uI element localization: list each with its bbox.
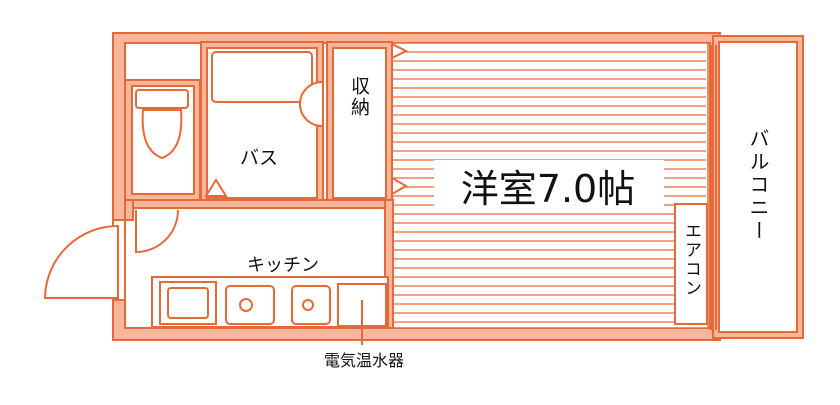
bath-room [200, 41, 324, 205]
entrance-door [43, 219, 126, 301]
closet-arrow-bottom-icon [391, 176, 409, 196]
western-room-label: 洋室7.0帖 [461, 167, 635, 211]
kitchen-counter [151, 276, 389, 328]
aircon-label: エアコン [681, 222, 701, 298]
entry-arrow-icon [204, 178, 228, 197]
interior-walls [124, 199, 394, 329]
window [710, 45, 717, 330]
bathtub [211, 51, 313, 103]
toilet-room [124, 79, 201, 201]
closet-arrow-top-icon [391, 42, 409, 60]
balcony-label: バルコニー [746, 128, 770, 243]
water-heater-label: 電気温水器 [324, 351, 404, 370]
kitchen-label: キッチン [247, 255, 319, 276]
balcony [712, 35, 804, 339]
toilet-door [135, 209, 179, 254]
room-label-backdrop [434, 160, 664, 212]
aircon-unit [674, 203, 708, 325]
toilet-icon [135, 89, 189, 160]
sink-icon [167, 287, 209, 319]
bath-label: バス [240, 147, 278, 169]
storage-closet [326, 41, 409, 205]
storage-label: 収納 [348, 76, 370, 118]
stove-icon [225, 285, 331, 325]
basin-icon [299, 81, 323, 127]
